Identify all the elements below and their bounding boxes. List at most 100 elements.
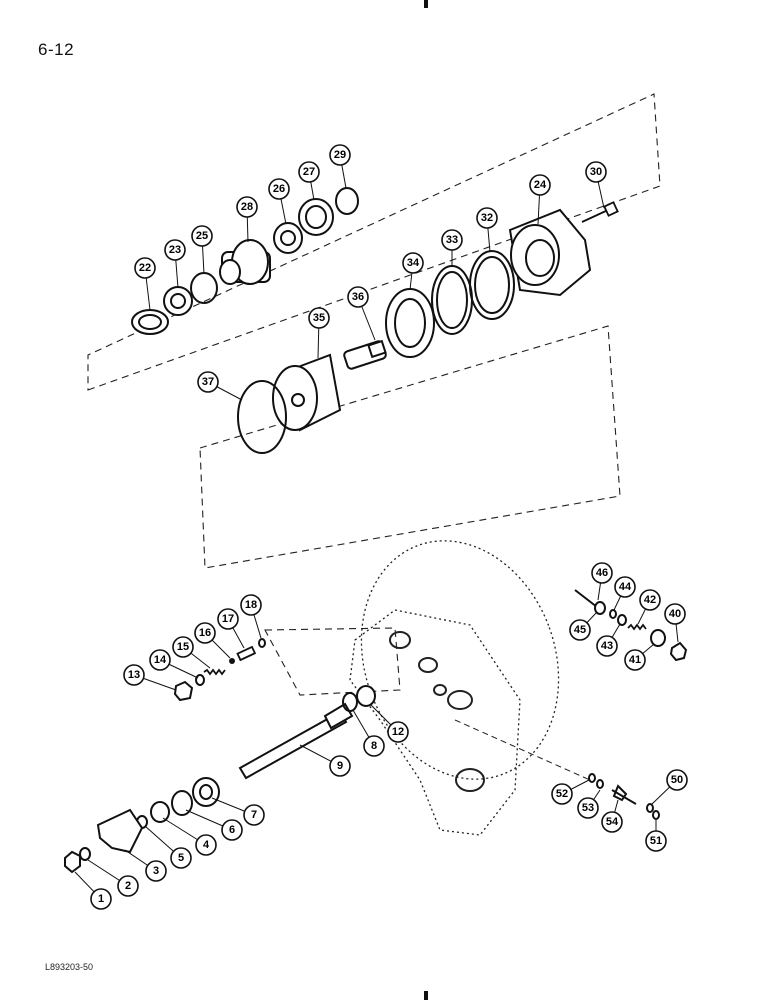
callout-40: 40 (664, 603, 686, 643)
part-bushing-12 (356, 685, 376, 707)
callout-2: 2 (87, 859, 139, 897)
housing-bores (389, 631, 485, 792)
callout-14: 14 (149, 649, 199, 679)
callout-label-9: 9 (337, 760, 343, 772)
part-ring-14 (195, 674, 205, 686)
callout-label-26: 26 (273, 183, 285, 195)
callout-30: 30 (585, 161, 607, 209)
middle-group-outline (199, 325, 621, 569)
callout-23: 23 (164, 239, 186, 289)
part-ring-25 (190, 272, 218, 304)
part-ring-51 (652, 810, 660, 820)
part-carrier-35 (272, 340, 387, 432)
part-plate-32 (469, 250, 515, 320)
callout-35: 35 (308, 307, 330, 359)
part-plug-13 (173, 680, 194, 702)
callout-label-53: 52 (556, 788, 568, 800)
part-gear-28 (219, 239, 271, 285)
callout-label-35: 35 (313, 312, 325, 324)
callout-label-18: 18 (245, 599, 257, 611)
housing-body (349, 609, 521, 836)
part-ring-53 (588, 773, 596, 783)
callout-label-2: 2 (125, 880, 131, 892)
callout-label-50: 50 (671, 774, 683, 786)
part-housing-24 (508, 208, 592, 297)
callout-label-22: 22 (139, 262, 151, 274)
upper-group-outline (87, 93, 661, 391)
callout-label-44: 44 (619, 581, 632, 593)
callout-label-29: 29 (334, 149, 346, 161)
part-nut-1 (64, 850, 81, 874)
callout-52: 53 (577, 789, 601, 819)
part-pin-46 (574, 589, 598, 608)
part-plunger-17 (236, 645, 257, 662)
part-seal-8 (342, 692, 358, 712)
figure-code: L893203-50 (45, 962, 94, 972)
callout-label-23: 23 (169, 244, 181, 256)
part-spring-42 (627, 623, 647, 631)
callout-label-3: 3 (153, 865, 159, 877)
part-bushing-36 (367, 339, 387, 359)
callout-25: 25 (191, 225, 213, 275)
callout-label-30: 30 (590, 166, 602, 178)
callout-54: 54 (601, 799, 623, 833)
callout-label-1: 1 (98, 893, 104, 905)
callout-41: 41 (624, 643, 655, 671)
part-fitting-54 (611, 784, 637, 805)
callout-label-15: 15 (177, 641, 189, 653)
callout-label-14: 14 (154, 654, 167, 666)
part-ring-6 (171, 790, 193, 816)
callout-label-37: 37 (202, 376, 214, 388)
callout-46: 46 (591, 562, 613, 601)
part-washer-2 (79, 847, 91, 861)
page-mark-bottom (424, 991, 428, 1000)
callout-44: 44 (613, 576, 636, 611)
part-bearing-7 (192, 777, 220, 807)
callout-32: 32 (476, 207, 498, 253)
callout-24: 24 (529, 174, 551, 225)
part-ball-16 (229, 658, 235, 664)
callout-42: 42 (637, 589, 661, 625)
part-plate-34 (385, 288, 435, 358)
part-plug-40 (669, 641, 688, 662)
callout-18: 18 (240, 594, 262, 639)
callout-16: 16 (194, 622, 231, 659)
callout-50: 50 (651, 769, 688, 805)
part-seal-4 (150, 801, 170, 823)
callout-label-45: 45 (574, 624, 586, 636)
part-bearing-cup-27 (298, 198, 334, 236)
callout-label-51: 51 (650, 835, 662, 847)
callout-6: 6 (185, 809, 243, 841)
callout-27: 27 (298, 161, 320, 201)
part-seal-41 (650, 629, 666, 647)
callout-label-52: 53 (582, 802, 594, 814)
callout-37: 37 (197, 371, 243, 401)
callout-12: 12 (369, 703, 409, 743)
part-ring-52 (596, 779, 604, 789)
part-ring-50 (646, 803, 654, 813)
callout-label-17: 17 (222, 613, 234, 625)
page-mark-top (424, 0, 428, 8)
part-spring-15 (203, 668, 226, 676)
lower-group-outline (264, 627, 401, 696)
part-bolt-30 (581, 201, 619, 223)
callout-51: 51 (645, 820, 667, 852)
page-number: 6-12 (38, 40, 75, 59)
callout-label-7: 7 (251, 809, 257, 821)
callout-33: 33 (441, 229, 463, 266)
callout-label-34: 34 (407, 257, 420, 269)
callout-label-36: 36 (352, 291, 364, 303)
part-ring-45 (594, 601, 606, 615)
callout-4: 4 (162, 817, 217, 856)
callout-label-8: 8 (371, 740, 377, 752)
callout-3: 3 (124, 849, 167, 882)
callout-label-40: 40 (669, 608, 681, 620)
callout-label-33: 33 (446, 234, 458, 246)
callout-17: 17 (217, 608, 245, 649)
part-ring-37 (237, 380, 287, 454)
callout-label-13: 13 (128, 669, 140, 681)
callout-label-27: 27 (303, 166, 315, 178)
callout-7: 7 (211, 797, 265, 826)
callout-label-12: 12 (392, 726, 404, 738)
